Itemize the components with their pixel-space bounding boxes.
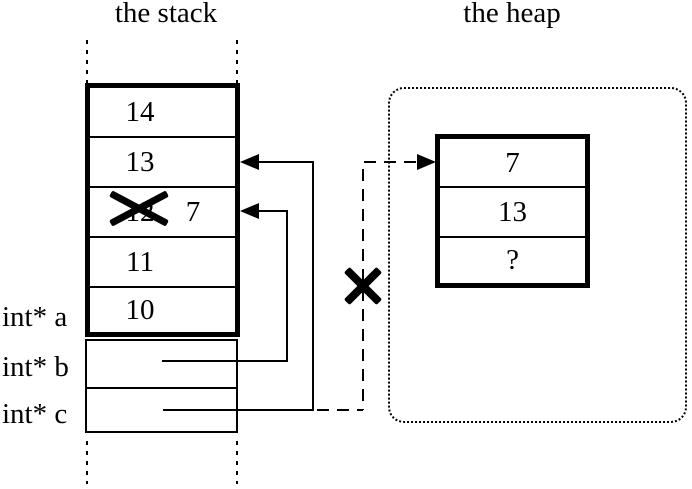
stack-boundary-dotted-line [236, 441, 238, 484]
pointer-label-a: int* a [2, 301, 68, 333]
heap-cell-value: 7 [505, 147, 520, 179]
pointer-c-line [163, 409, 314, 411]
stack-cell-pointer-c [85, 389, 238, 433]
stack-cell-pointer-b [85, 339, 238, 389]
pointer-label-b: int* b [2, 351, 69, 383]
pointer-b-line [162, 360, 288, 362]
pointer-label-c: int* c [2, 398, 68, 430]
stack-cell-divider [90, 236, 235, 238]
arrowhead-left-icon [240, 203, 259, 219]
dangling-pointer-dashed-line [364, 161, 416, 163]
pointer-b-line [286, 210, 288, 362]
stack-boundary-dotted-line [236, 40, 238, 84]
stack-cell-divider [90, 186, 235, 188]
heap-cell-value: ? [506, 244, 519, 276]
stack-cell-divider [90, 286, 235, 288]
stack-cell-value: 14 [125, 96, 155, 128]
stack-cell-value: 11 [126, 246, 154, 278]
pointer-c-line [312, 161, 314, 411]
heap-title: the heap [463, 0, 561, 29]
pointer-b-line [244, 210, 288, 212]
stack-cell-new-value: 7 [185, 196, 201, 228]
stack-frame-box [85, 83, 240, 337]
stack-cell-value: 13 [125, 146, 155, 178]
stack-cell-divider [90, 136, 235, 138]
heap-block-box [435, 134, 590, 288]
stack-boundary-dotted-line [86, 441, 88, 484]
stack-boundary-dotted-line [86, 40, 88, 84]
heap-cell-value: 13 [498, 196, 527, 228]
arrowhead-right-icon [417, 154, 436, 170]
heap-cell-divider [440, 186, 585, 188]
stack-cell-value: 10 [125, 294, 155, 326]
heap-region-boundary [388, 87, 687, 423]
dangling-pointer-dashed-line [317, 409, 363, 411]
pointer-c-line [244, 161, 314, 163]
heap-cell-divider [440, 236, 585, 238]
arrowhead-left-icon [240, 154, 259, 170]
stack-title: the stack [114, 0, 218, 29]
